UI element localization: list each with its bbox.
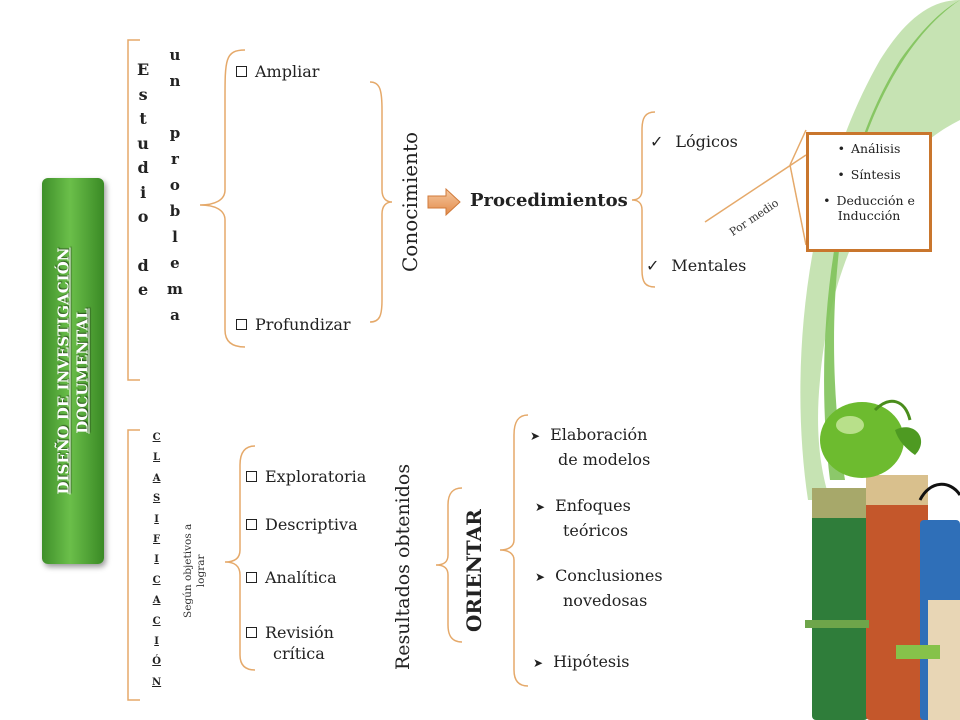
letter: L	[153, 452, 161, 464]
main-title-box: DISEÑO DE INVESTIGACIÓN DOCUMENTAL	[42, 178, 104, 564]
letter: d	[137, 255, 149, 275]
mentales-label: Mentales	[671, 256, 747, 275]
logicos-label: Lógicos	[675, 132, 738, 151]
letter: e	[138, 280, 149, 299]
arrow-bullet-icon: ➤	[535, 570, 546, 584]
conocimiento-label: Conocimiento	[398, 131, 422, 272]
segun-objetivos-label: Según objetivos a lograr	[182, 524, 208, 618]
green-swoosh	[800, 0, 960, 500]
letter: E	[137, 60, 150, 79]
letter: o	[169, 176, 180, 194]
procedimientos-label: Procedimientos	[470, 190, 628, 211]
letter: p	[169, 124, 181, 142]
letter: l	[172, 228, 178, 246]
apple-illustration	[820, 399, 922, 478]
letter: I	[154, 554, 159, 566]
main-title: DISEÑO DE INVESTIGACIÓN DOCUMENTAL	[54, 248, 92, 495]
letter: u	[169, 46, 181, 64]
segun-line1: Según objetivos a	[182, 523, 194, 618]
checkbox-icon	[246, 572, 257, 583]
method-item: Síntesis	[813, 167, 925, 182]
main-title-line1: DISEÑO DE INVESTIGACIÓN	[54, 247, 73, 495]
letter: C	[152, 432, 161, 443]
main-title-line2: DOCUMENTAL	[73, 308, 92, 434]
arrow-bullet-icon: ➤	[530, 429, 541, 443]
checkbox-icon	[236, 66, 247, 77]
method-item: Deducción e Inducción	[813, 193, 925, 223]
type-descriptiva: Descriptiva	[246, 515, 358, 534]
books-illustration	[805, 475, 960, 720]
letter: r	[170, 150, 179, 168]
letter: b	[169, 202, 181, 220]
methods-box: Análisis Síntesis Deducción e Inducción	[806, 132, 932, 252]
exploratoria-label: Exploratoria	[265, 467, 367, 486]
method-item: Análisis	[813, 141, 925, 156]
outcome-enfoques: ➤ Enfoques teóricos	[535, 494, 631, 542]
un-problema-vertical: u n p r o b l e m a	[167, 42, 183, 328]
hipotesis-label: Hipótesis	[553, 652, 630, 671]
elaboracion-line1: Elaboración	[550, 425, 648, 444]
proc-logicos: ✓ Lógicos	[650, 132, 738, 151]
profundizar-label: Profundizar	[255, 315, 351, 334]
option-ampliar: Ampliar	[236, 62, 319, 81]
checkmark-icon: ✓	[646, 256, 660, 275]
letter: e	[170, 254, 180, 272]
type-revision-critica: Revisión crítica	[246, 622, 334, 664]
letter: N	[152, 676, 162, 688]
letter: F	[153, 534, 161, 546]
checkbox-icon	[246, 519, 257, 530]
letter: Ó	[152, 656, 161, 668]
checkbox-icon	[246, 627, 257, 638]
segun-line2: lograr	[195, 554, 207, 588]
arrow-bullet-icon: ➤	[535, 500, 546, 514]
letter: a	[170, 306, 180, 324]
elaboracion-line2: de modelos	[558, 450, 651, 469]
letter: t	[139, 109, 147, 128]
letter: A	[152, 595, 161, 607]
checkbox-icon	[236, 319, 247, 330]
outcome-conclusiones: ➤ Conclusiones novedosas	[535, 564, 663, 612]
arrow-to-procedimientos	[427, 187, 461, 217]
letter: C	[152, 615, 161, 627]
type-exploratoria: Exploratoria	[246, 467, 366, 486]
letter: I	[154, 636, 159, 648]
letter: I	[154, 513, 159, 525]
proc-mentales: ✓ Mentales	[646, 256, 746, 275]
conclusiones-line2: novedosas	[563, 591, 648, 610]
letter: o	[137, 207, 149, 226]
revision-label-line1: Revisión	[265, 623, 334, 642]
letter: n	[169, 72, 181, 90]
letter: m	[167, 280, 183, 298]
letter: d	[137, 158, 149, 177]
resultados-label: Resultados obtenidos	[392, 463, 414, 670]
outcome-elaboracion: ➤ Elaboración de modelos	[530, 423, 650, 471]
clasificacion-vertical: C L A S I F I C A C I Ó N	[152, 428, 161, 693]
conclusiones-line1: Conclusiones	[555, 566, 663, 585]
letter: S	[152, 493, 161, 505]
letter: C	[152, 574, 161, 586]
orientar-label: ORIENTAR	[462, 509, 486, 632]
enfoques-line2: teóricos	[563, 521, 629, 540]
revision-label-line2: crítica	[273, 644, 325, 663]
ampliar-label: Ampliar	[255, 62, 320, 81]
option-profundizar: Profundizar	[236, 315, 351, 334]
letter: A	[152, 472, 161, 484]
checkbox-icon	[246, 471, 257, 482]
letter: s	[138, 84, 148, 104]
descriptiva-label: Descriptiva	[265, 515, 358, 534]
checkmark-icon: ✓	[650, 132, 664, 151]
outcome-hipotesis: ➤ Hipótesis	[533, 652, 629, 671]
letter: u	[137, 133, 149, 153]
bookmark-ribbon	[918, 482, 960, 501]
estudio-de-vertical: E s t u d i o d e	[137, 58, 149, 303]
methods-list: Análisis Síntesis Deducción e Inducción	[809, 135, 929, 240]
arrow-bullet-icon: ➤	[533, 656, 544, 670]
enfoques-line1: Enfoques	[555, 496, 631, 515]
letter: i	[140, 182, 147, 202]
type-analitica: Analítica	[246, 568, 337, 587]
analitica-label: Analítica	[265, 568, 337, 587]
